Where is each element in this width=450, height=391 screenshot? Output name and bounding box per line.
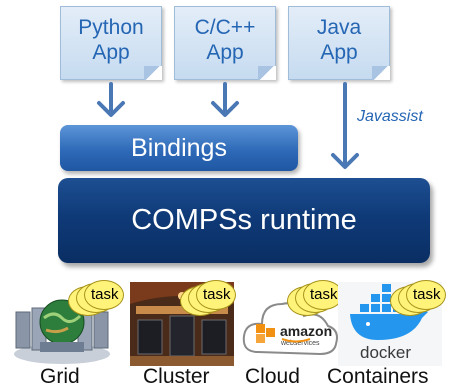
infra-label-cluster: Cluster xyxy=(143,365,210,388)
infra-label-cloud: Cloud xyxy=(245,365,300,388)
java-app-box: Java App xyxy=(288,6,390,80)
compss-runtime-box: COMPSs runtime xyxy=(58,178,430,263)
infra-label-containers: Containers xyxy=(327,365,429,388)
cpp-app-box: C/C++ App xyxy=(174,6,276,80)
runtime-label: COMPSs runtime xyxy=(131,204,357,236)
amazon-logo-text: amazon xyxy=(280,323,332,339)
bindings-box: Bindings xyxy=(60,125,298,171)
page-fold-icon xyxy=(144,66,162,80)
cloud-amazon-icon: amazon webservices xyxy=(242,302,338,356)
app-label-line1: Java xyxy=(316,16,362,39)
app-label-line1: C/C++ xyxy=(194,16,256,39)
aws-logo-subtext: webservices xyxy=(280,340,320,347)
app-label-line2: App xyxy=(92,41,130,64)
task-label: task xyxy=(413,286,441,303)
app-label-line2: App xyxy=(206,41,244,64)
arrow-down-icon xyxy=(97,82,125,117)
grid-cluster-globe-icon xyxy=(14,299,110,364)
arrow-down-icon xyxy=(211,82,239,117)
grid-infrastructure xyxy=(10,282,114,366)
bindings-label: Bindings xyxy=(131,133,227,162)
task-label: task xyxy=(203,286,231,303)
task-label: task xyxy=(310,286,338,303)
docker-logo-text: docker xyxy=(360,343,411,362)
app-label-line1: Python xyxy=(78,16,144,39)
javassist-label: Javassist xyxy=(357,108,423,125)
page-fold-icon xyxy=(372,66,390,80)
cloud-infrastructure: amazon webservices xyxy=(240,282,344,366)
arrow-down-icon xyxy=(331,82,359,169)
infra-label-grid: Grid xyxy=(40,365,80,388)
app-label-line2: App xyxy=(320,41,358,64)
page-fold-icon xyxy=(258,66,276,80)
task-label: task xyxy=(91,286,119,303)
python-app-box: Python App xyxy=(60,6,162,80)
